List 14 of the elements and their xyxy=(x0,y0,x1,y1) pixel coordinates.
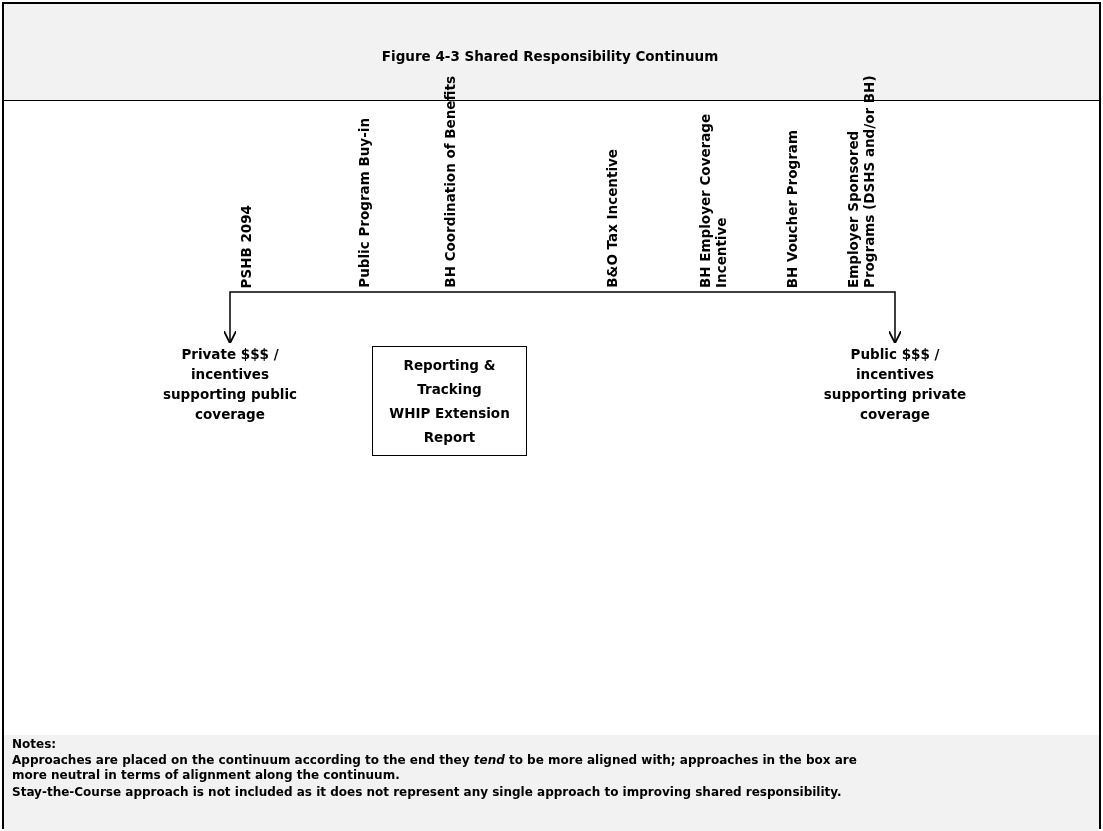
notes-heading: Notes: xyxy=(12,737,58,752)
continuum-label: BH Employer Coverage Incentive xyxy=(697,112,729,288)
endpoint-label: Public $$$ / incentives supporting private coverage xyxy=(815,344,975,424)
note-text: Stay-the-Course approach is not included as it does not represent any single approach to improving shared responsibility. xyxy=(12,785,843,800)
continuum-arrow xyxy=(223,291,902,345)
note-text: Approaches are placed on the continuum according to the end they tend to be more aligned with; approaches in the box are more neutral in terms of alignment along the continuum. xyxy=(12,753,858,783)
continuum-label: B&O Tax Incentive xyxy=(604,149,620,288)
continuum-label: Public Program Buy-in xyxy=(356,118,372,288)
continuum-label: BH Voucher Program xyxy=(784,129,800,288)
continuum-label: BH Coordination of Benefits xyxy=(442,76,458,288)
continuum-label: PSHB 2094 xyxy=(238,204,254,288)
endpoint-label: Private $$$ / incentives supporting public coverage xyxy=(150,344,310,424)
process-box: Reporting & Tracking WHIP Extension Report xyxy=(372,346,527,456)
diagram-title: Figure 4-3 Shared Responsibility Continuum xyxy=(380,47,720,66)
